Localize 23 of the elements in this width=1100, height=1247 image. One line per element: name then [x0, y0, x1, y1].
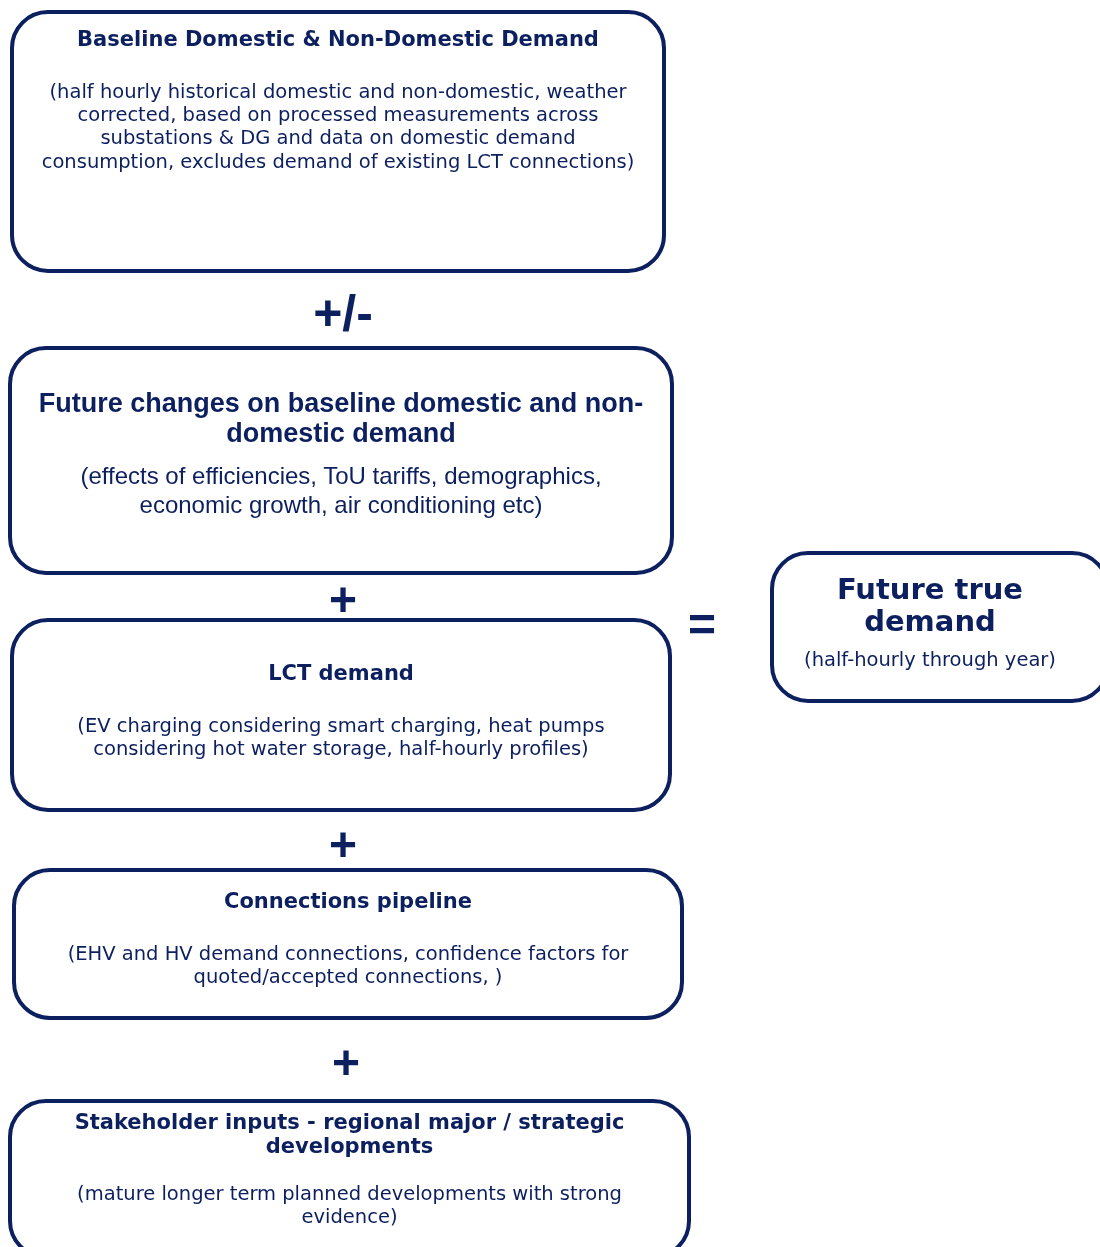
box-heading: LCT demand	[268, 662, 414, 686]
box-description: (mature longer term planned developments with strong evidence)	[76, 1182, 623, 1229]
process-box	[8, 1099, 691, 1247]
box-description: (half hourly historical domestic and non-domestic, weather corrected, based on processed measurements across substations & DG and data on domestic demand consumption, excludes demand of existing LCT connections)	[40, 79, 636, 174]
operator-symbol: +	[329, 576, 357, 624]
process-box	[8, 346, 674, 575]
operator-symbol: +/-	[313, 288, 373, 338]
box-heading: Connections pipeline	[224, 890, 472, 914]
process-box	[12, 868, 684, 1020]
operator-symbol: +	[332, 1039, 360, 1087]
operator-symbol: +	[329, 821, 357, 869]
box-heading: Future true demand	[835, 573, 1025, 638]
process-box	[10, 618, 672, 812]
box-heading: Future changes on baseline domestic and non-domestic demand	[37, 388, 645, 449]
box-description: (EHV and HV demand connections, confidence factors for quoted/accepted connections, )	[66, 941, 630, 989]
box-description: (EV charging considering smart charging, heat pumps considering hot water storage, half-hourly profiles)	[76, 713, 606, 761]
box-heading: Stakeholder inputs - regional major / strategic developments	[73, 1111, 626, 1159]
box-description: (half-hourly through year)	[804, 647, 1056, 672]
process-box	[10, 10, 666, 273]
process-box	[770, 551, 1100, 703]
operator-symbol: =	[688, 601, 716, 649]
box-heading: Baseline Domestic & Non-Domestic Demand	[77, 28, 599, 52]
box-description: (effects of efficiencies, ToU tariffs, demographics, economic growth, air conditioning etc)	[79, 462, 603, 521]
